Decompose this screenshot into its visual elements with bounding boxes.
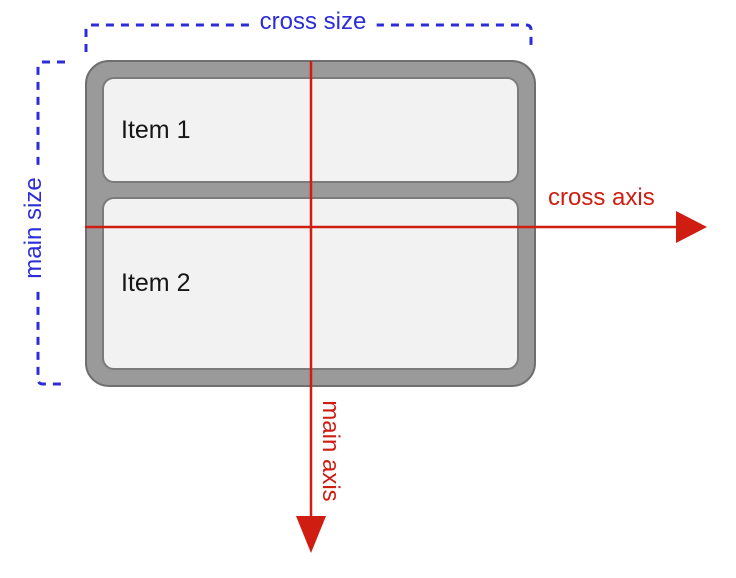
main-size-label: main size xyxy=(20,167,48,289)
cross-axis-arrowhead-icon xyxy=(676,211,707,243)
flex-container-box: Item 1 Item 2 xyxy=(85,60,536,387)
main-axis-label: main axis xyxy=(316,396,344,506)
flex-item-2: Item 2 xyxy=(102,197,519,370)
cross-size-label: cross size xyxy=(249,8,377,36)
flex-item-1-label: Item 1 xyxy=(121,115,191,144)
main-axis-arrowhead-icon xyxy=(296,516,326,553)
cross-axis-label: cross axis xyxy=(548,184,655,211)
flex-item-2-label: Item 2 xyxy=(121,269,191,297)
flex-item-1: Item 1 xyxy=(102,77,519,183)
